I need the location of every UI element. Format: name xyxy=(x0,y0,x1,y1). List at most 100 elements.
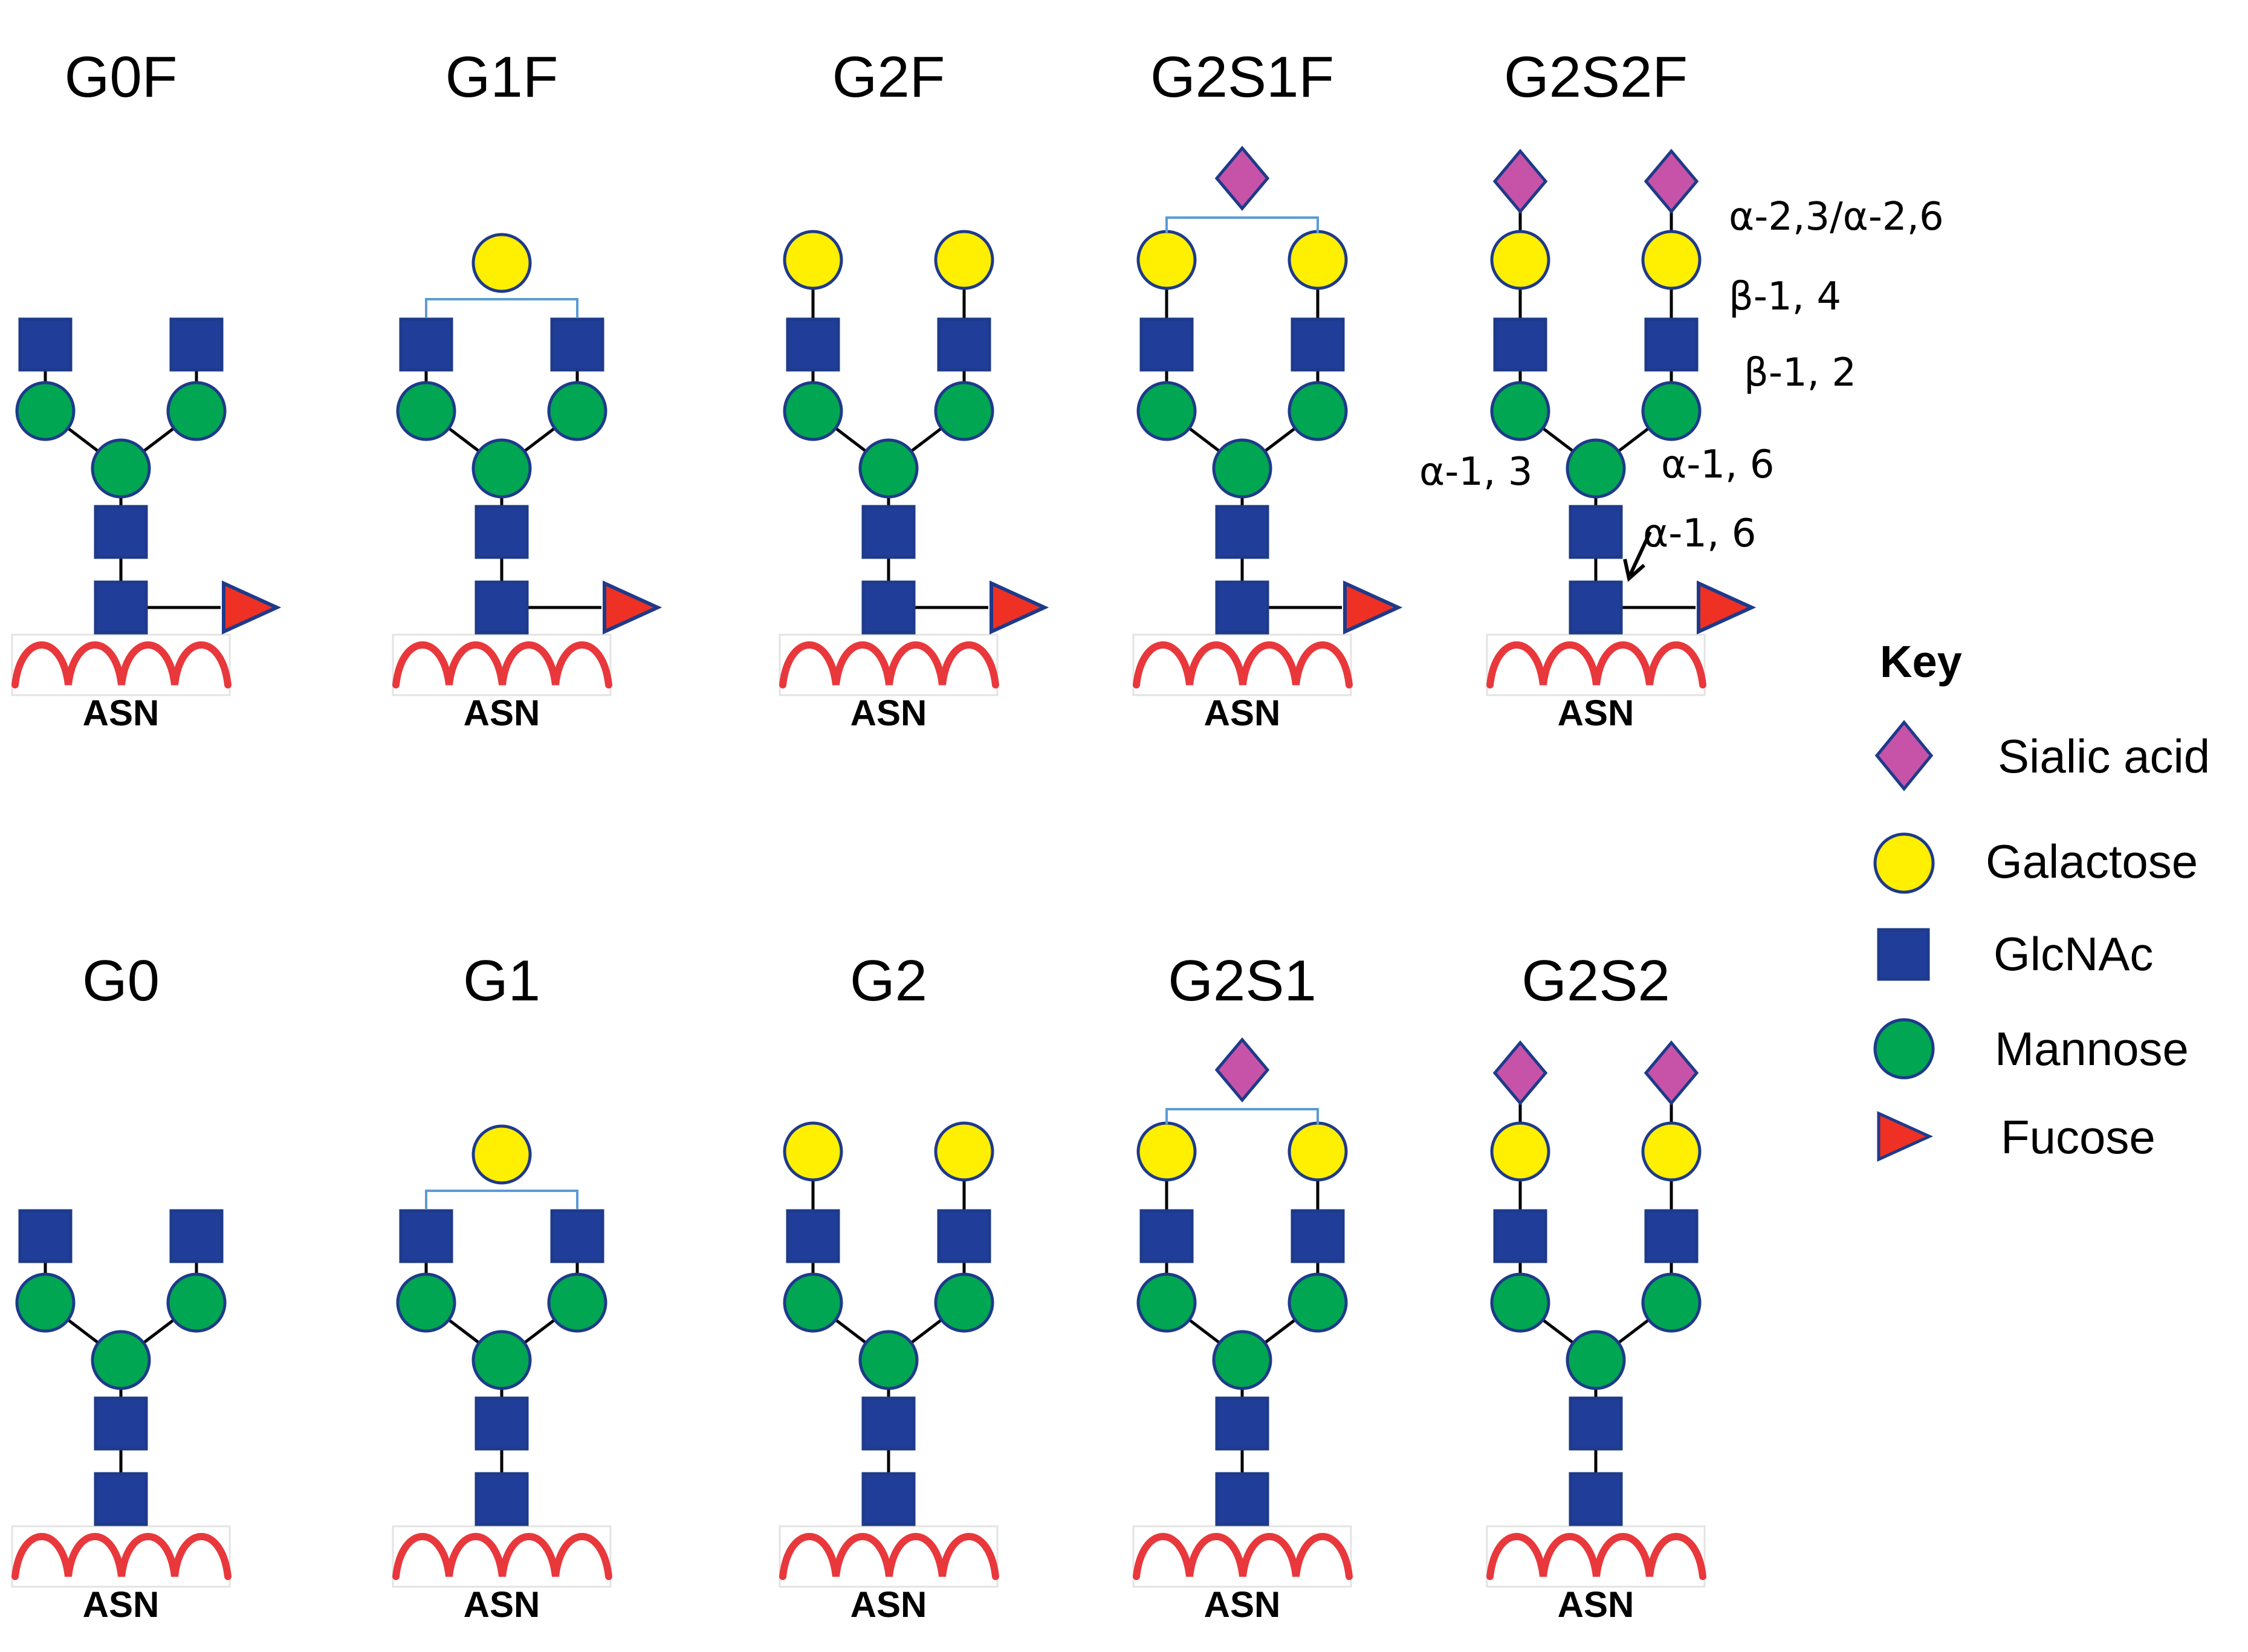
glcnac-icon xyxy=(786,1209,840,1263)
glcnac-icon xyxy=(1569,1472,1623,1526)
glcnac-icon xyxy=(861,1396,916,1451)
asn-helix xyxy=(1486,1533,1706,1580)
mannose-icon xyxy=(1136,381,1197,441)
sialic-acid-icon xyxy=(1214,146,1270,211)
galactose-icon xyxy=(1490,230,1550,290)
glcnac-icon xyxy=(550,317,604,372)
glcnac-icon xyxy=(937,1209,991,1263)
asn-helix xyxy=(1133,1533,1353,1580)
mannose-icon xyxy=(1212,1330,1272,1390)
galactose-icon xyxy=(471,1124,532,1185)
asn-helix xyxy=(11,641,232,688)
sialic-acid-icon xyxy=(1874,720,1934,791)
galactose-icon xyxy=(1641,1121,1702,1182)
mannose-icon xyxy=(1490,381,1550,441)
glycan-title: G2S2F xyxy=(1504,45,1688,109)
glcnac-icon xyxy=(550,1209,604,1263)
glcnac-icon xyxy=(1139,317,1194,372)
glcnac-icon xyxy=(1291,317,1345,372)
core-fucose-arrow-head xyxy=(1623,559,1645,582)
glcnac-icon xyxy=(1291,1209,1345,1263)
branch-bracket xyxy=(1165,1108,1319,1124)
mannose-icon xyxy=(858,1330,919,1390)
sialic-acid-icon xyxy=(1492,1040,1548,1106)
glcnac-icon xyxy=(861,1472,916,1526)
asn-box xyxy=(1486,633,1706,696)
sialic-acid-icon xyxy=(1492,149,1548,214)
legend-key: Key Sialic acid Galactose GlcNAc Mannose… xyxy=(1873,637,2210,1164)
fucose-icon xyxy=(1877,1111,1934,1162)
galactose-icon xyxy=(1136,1121,1197,1182)
mannose-icon xyxy=(1566,1330,1626,1390)
sialic-acid-icon xyxy=(1214,1037,1270,1103)
glcnac-icon xyxy=(475,505,529,559)
fucose-icon xyxy=(222,580,282,635)
asn-label: ASN xyxy=(850,1584,927,1625)
fucose-icon xyxy=(1343,580,1403,635)
mannose-icon xyxy=(166,1272,227,1333)
glcnac-icon xyxy=(475,1396,529,1451)
linkage-man-left: α-1, 3 xyxy=(1419,450,1532,494)
galactose-icon xyxy=(1641,230,1702,290)
asn-label: ASN xyxy=(1558,1584,1634,1625)
galactose-icon xyxy=(471,233,532,293)
glcnac-icon xyxy=(1644,317,1699,372)
glcnac-icon xyxy=(475,580,529,635)
mannose-icon xyxy=(1873,1018,1935,1080)
fucose-icon xyxy=(1697,580,1757,635)
glycan-title: G0 xyxy=(82,948,160,1013)
glcnac-icon xyxy=(18,1209,73,1263)
mannose-icon xyxy=(1566,438,1626,499)
sialic-acid-icon xyxy=(1644,149,1699,214)
glycan-title: G1 xyxy=(463,948,540,1013)
mannose-icon xyxy=(166,381,227,441)
glycan-title: G1F xyxy=(445,45,559,109)
key-label-glcnac: GlcNAc xyxy=(1994,927,2153,980)
mannose-icon xyxy=(858,438,919,499)
asn-helix xyxy=(1486,641,1706,688)
mannose-icon xyxy=(1136,1272,1197,1333)
mannose-icon xyxy=(783,381,843,441)
asn-label: ASN xyxy=(1558,693,1634,733)
mannose-icon xyxy=(547,381,607,441)
glycan-title: G2 xyxy=(850,948,927,1013)
glcnac-icon xyxy=(1569,505,1623,559)
glcnac-icon xyxy=(94,505,148,559)
asn-helix xyxy=(1133,641,1353,688)
glcnac-icon xyxy=(1215,1396,1269,1451)
asn-label: ASN xyxy=(83,1584,160,1625)
asn-box xyxy=(11,633,231,696)
galactose-icon xyxy=(1288,1121,1348,1182)
glcnac-icon xyxy=(1644,1209,1699,1263)
galactose-icon xyxy=(783,230,843,290)
key-label-mannose: Mannose xyxy=(1995,1022,2189,1075)
glcnac-icon xyxy=(94,1472,148,1526)
asn-label: ASN xyxy=(464,693,540,733)
asn-box xyxy=(1486,1525,1706,1588)
glcnac-icon xyxy=(937,317,991,372)
glcnac-icon xyxy=(786,317,840,372)
core-fucose-arrow-shaft xyxy=(1627,531,1652,578)
linkage-glcnac-man: β-1, 2 xyxy=(1744,351,1856,395)
mannose-icon xyxy=(471,438,532,499)
branch-bracket xyxy=(1165,216,1319,233)
galactose-icon xyxy=(783,1121,843,1182)
mannose-icon xyxy=(1641,1272,1702,1333)
linkage-sialic-gal: α-2,3/α-2,6 xyxy=(1729,195,1944,239)
mannose-icon xyxy=(471,1330,532,1390)
key-label-sialic-acid: Sialic acid xyxy=(1998,730,2210,783)
asn-box xyxy=(779,633,999,696)
asn-box xyxy=(779,1525,999,1588)
mannose-icon xyxy=(1212,438,1272,499)
asn-box xyxy=(392,633,612,696)
asn-helix xyxy=(392,1533,612,1580)
glycan-title: G2S1F xyxy=(1150,45,1334,109)
key-label-galactose: Galactose xyxy=(1986,835,2198,888)
mannose-icon xyxy=(396,1272,456,1333)
glcnac-icon xyxy=(1877,928,1930,981)
mannose-icon xyxy=(1490,1272,1550,1333)
mannose-icon xyxy=(1288,1272,1348,1333)
mannose-icon xyxy=(1288,381,1348,441)
